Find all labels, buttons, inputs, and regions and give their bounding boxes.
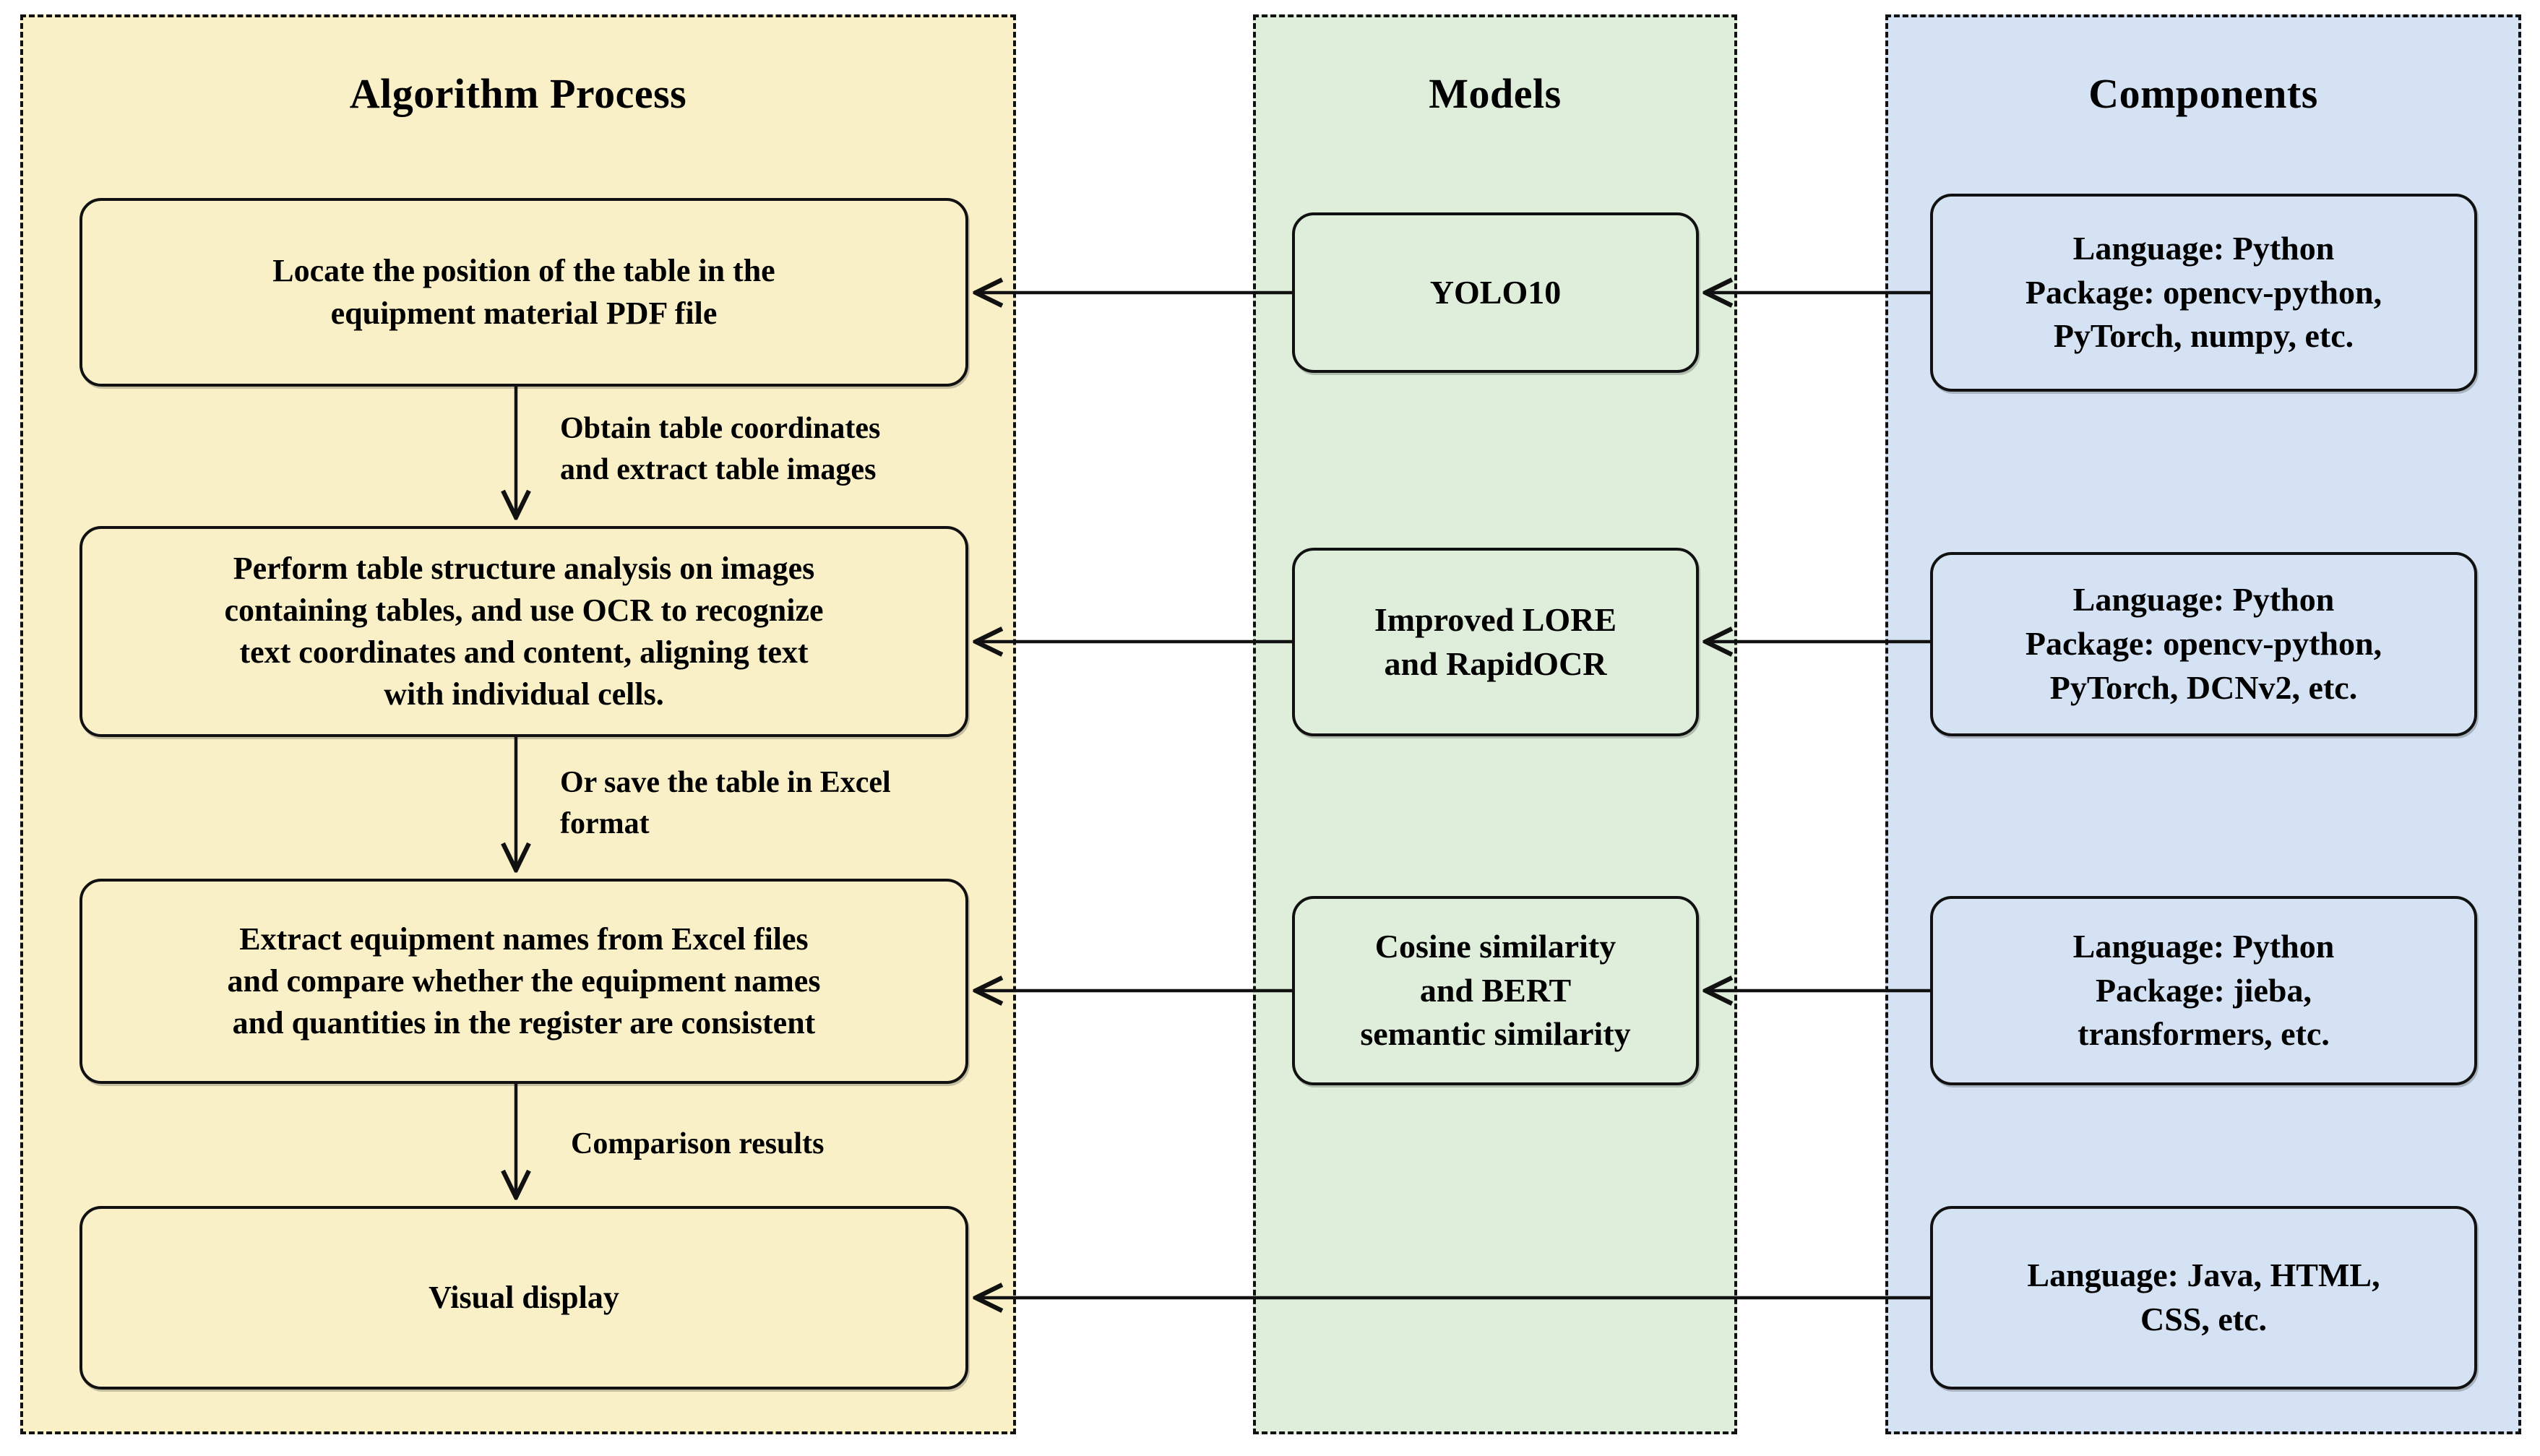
- panel-title-algorithm-process: Algorithm Process: [349, 70, 687, 117]
- process-node-table-structure-ocr: Perform table structure analysis on imag…: [79, 526, 968, 737]
- model-node-cosine-bert: Cosine similarity and BERT semantic simi…: [1292, 896, 1699, 1085]
- process-node-locate-table: Locate the position of the table in the …: [79, 198, 968, 387]
- edge-label-save-excel: Or save the table in Excel format: [560, 766, 891, 840]
- component-node-java-html-css: Language: Java, HTML, CSS, etc.: [1930, 1206, 2477, 1390]
- process-node-extract-compare: Extract equipment names from Excel files…: [79, 879, 968, 1084]
- component-node-python-opencv-numpy: Language: Python Package: opencv-python,…: [1930, 194, 2477, 392]
- model-node-yolo10: YOLO10: [1292, 212, 1699, 373]
- component-node-python-opencv-dcnv2: Language: Python Package: opencv-python,…: [1930, 552, 2477, 736]
- model-node-lore-rapidocr: Improved LORE and RapidOCR: [1292, 548, 1699, 736]
- component-node-python-jieba-transformers: Language: Python Package: jieba, transfo…: [1930, 896, 2477, 1085]
- panel-title-components: Components: [2088, 70, 2318, 117]
- process-node-visual-display: Visual display: [79, 1206, 968, 1390]
- panel-title-models: Models: [1429, 70, 1562, 117]
- edge-label-obtain-coordinates: Obtain table coordinates and extract tab…: [560, 412, 881, 486]
- edge-label-comparison-results: Comparison results: [571, 1127, 825, 1160]
